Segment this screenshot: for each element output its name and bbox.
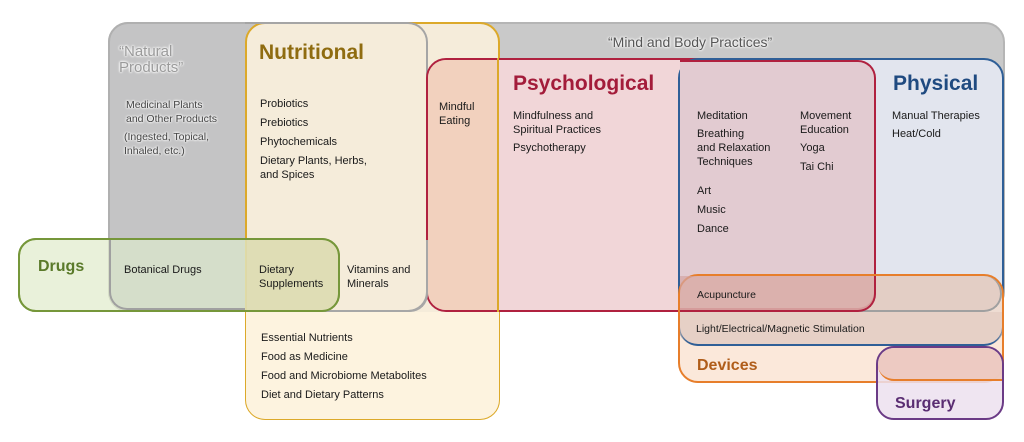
nutritional-lower-item: Food as Medicine (261, 351, 348, 363)
acupuncture-psych-overlap (680, 276, 876, 312)
nutritional-right-border (497, 58, 499, 312)
nutritional-item: Phytochemicals (260, 136, 338, 148)
physical-item: Heat/Cold (892, 128, 941, 140)
stimulation-label: Light/Electrical/Magnetic Stimulation (696, 323, 865, 335)
nutritional-lower-item: Food and Microbiome Metabolites (261, 370, 427, 382)
natural-products-item: Medicinal Plants and Other Products (126, 99, 218, 125)
arts-item: Music (697, 204, 726, 216)
nutritional-lower-region (246, 312, 499, 419)
acupuncture-label: Acupuncture (697, 289, 756, 301)
overlap-item: Breathing and Relaxation Techniques (697, 128, 771, 168)
botanical-drugs-label: Botanical Drugs (124, 264, 202, 276)
overlap-item: Movement Education (800, 110, 852, 136)
natural-products-title: “Natural Products” (119, 43, 184, 76)
drugs-natural-overlap (109, 240, 245, 310)
psych-physical-overlap (680, 60, 876, 310)
vitamins-band (246, 240, 428, 312)
overlap-item: Meditation (697, 110, 748, 122)
stimulation-band (680, 312, 1002, 346)
nutritional-item: Probiotics (260, 98, 309, 110)
surgery-devices-overlap (878, 348, 1002, 381)
overlap-item: Yoga (800, 142, 825, 154)
nutritional-item: Prebiotics (260, 117, 309, 129)
mind-body-title: “Mind and Body Practices” (608, 34, 773, 50)
vitamins-minerals-label: Vitamins and Minerals (347, 264, 411, 290)
drugs-title: Drugs (38, 258, 85, 275)
psychological-item: Mindfulness and Spiritual Practices (513, 110, 602, 136)
surgery-title: Surgery (895, 395, 956, 412)
mindful-eating-label: Mindful Eating (439, 101, 475, 127)
drugs-border-front (18, 238, 340, 312)
psychological-title: Psychological (513, 72, 655, 95)
natural-products-item: (Ingested, Topical, Inhaled, etc.) (124, 131, 210, 157)
devices-title: Devices (697, 357, 758, 374)
physical-item: Manual Therapies (892, 110, 980, 122)
nutritional-item: Dietary Plants, Herbs, and Spices (260, 155, 367, 181)
arts-item: Art (697, 185, 712, 197)
overlap-item: Tai Chi (800, 161, 834, 173)
physical-title: Physical (893, 72, 979, 95)
dietary-supplements-label: Dietary Supplements (259, 264, 324, 290)
mindful-eating-overlap (428, 60, 498, 310)
nutritional-lower-item: Essential Nutrients (261, 332, 353, 344)
arts-item: Dance (697, 223, 729, 235)
nutritional-lower-item: Diet and Dietary Patterns (261, 389, 384, 401)
psychological-item: Psychotherapy (513, 142, 586, 154)
nutritional-title: Nutritional (259, 41, 364, 64)
